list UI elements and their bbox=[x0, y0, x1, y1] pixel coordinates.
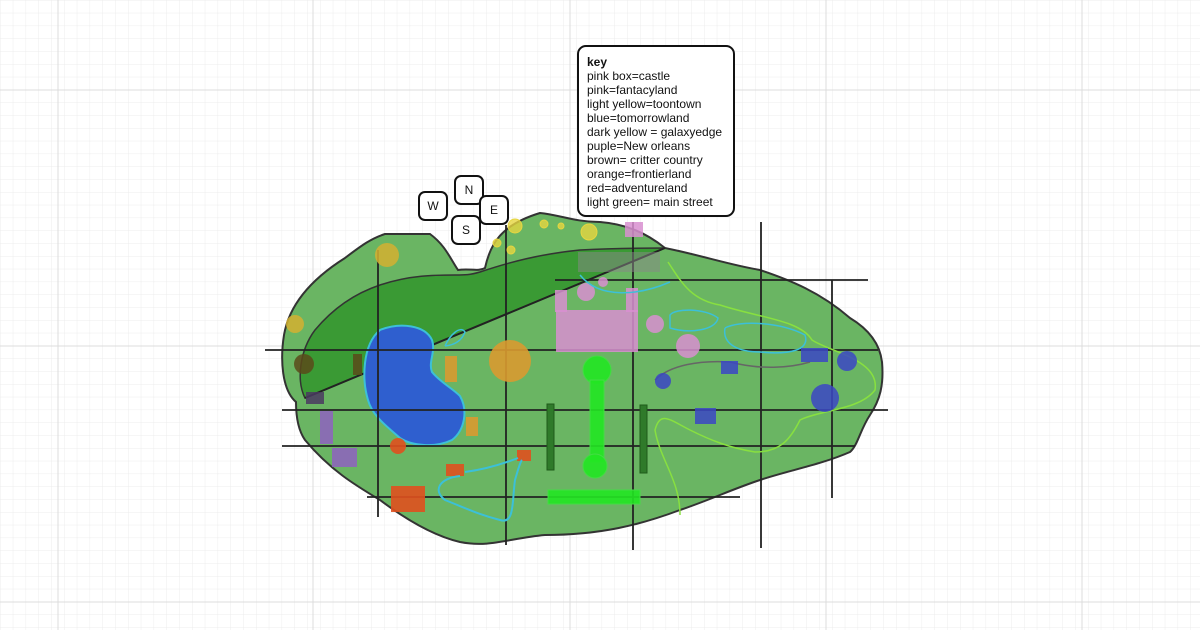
key-item: pink=fantacyland bbox=[587, 83, 678, 97]
fantasyland-path bbox=[579, 274, 807, 354]
key-item: red=adventureland bbox=[587, 181, 688, 195]
main-street-area bbox=[547, 355, 641, 505]
key-item: orange=frontierland bbox=[587, 167, 692, 181]
toontown-area bbox=[492, 218, 598, 255]
adventureland-area bbox=[390, 438, 531, 512]
compass-north[interactable]: N bbox=[454, 175, 484, 205]
key-item: blue=tomorrowland bbox=[587, 111, 690, 125]
key-title: key bbox=[587, 55, 608, 69]
compass-west[interactable]: W bbox=[418, 191, 448, 221]
fantasyland-area bbox=[555, 222, 700, 358]
frontierland-area bbox=[445, 340, 531, 436]
galaxyedge-area bbox=[286, 243, 399, 333]
key-item: pink box=castle bbox=[587, 69, 671, 83]
critter-country-area bbox=[294, 354, 362, 375]
lake bbox=[363, 324, 466, 446]
adventureland-path bbox=[437, 457, 523, 522]
tomorrowland-area bbox=[655, 348, 857, 424]
key-item: dark yellow = galaxyedge bbox=[587, 125, 723, 139]
compass-east[interactable]: E bbox=[479, 195, 509, 225]
key-item: brown= critter country bbox=[587, 153, 703, 167]
key-item: light green= main street bbox=[587, 195, 713, 209]
map-key[interactable]: key pink box=castle pink=fantacyland lig… bbox=[577, 45, 735, 217]
main-street-trees bbox=[546, 403, 648, 474]
river-north bbox=[444, 328, 466, 347]
tomorrowland-path bbox=[654, 261, 876, 516]
new-orleans-area bbox=[306, 392, 357, 467]
key-item: light yellow=toontown bbox=[587, 97, 702, 111]
castle-box bbox=[625, 222, 643, 237]
key-item: puple=New orleans bbox=[587, 139, 691, 153]
compass-south[interactable]: S bbox=[451, 215, 481, 245]
